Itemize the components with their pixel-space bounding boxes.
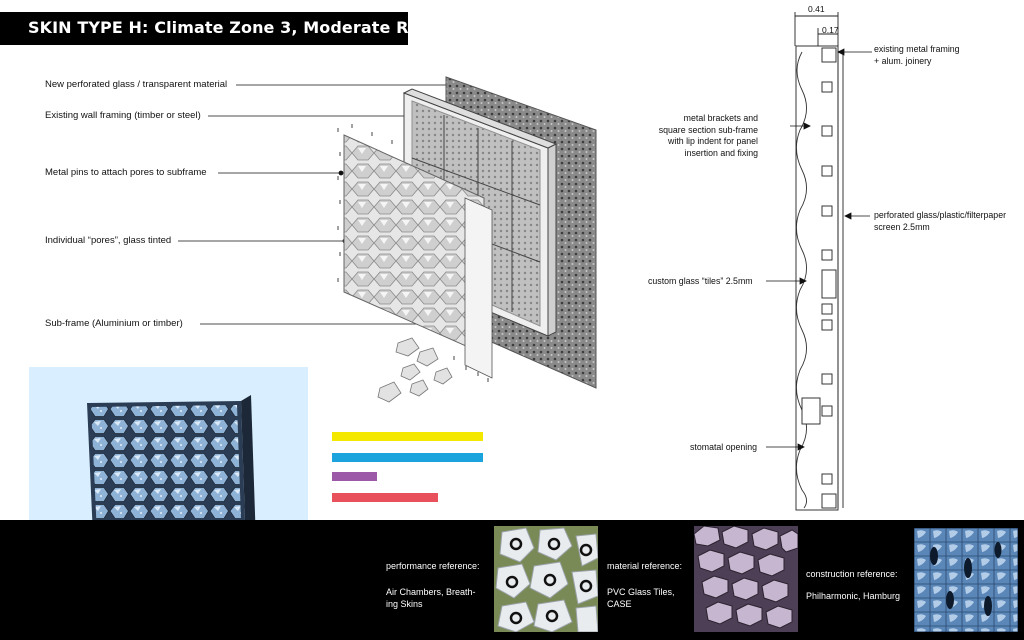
callout-metal-pins: Metal pins to attach pores to subframe (45, 167, 207, 178)
callout-existing-framing: existing metal framing + alum. joinery (874, 44, 960, 66)
callout-brackets: metal brackets and square section sub-fr… (658, 113, 758, 158)
performance-reference-image (494, 526, 598, 632)
dimension-inner: 0.17 (822, 25, 839, 35)
callout-perforated-glass: New perforated glass / transparent mater… (45, 79, 228, 90)
material-reference-label: material reference: (607, 561, 683, 571)
color-bar-yellow (332, 432, 483, 441)
color-bar-blue (332, 453, 483, 462)
material-reference-image (694, 526, 798, 632)
page-title: SKIN TYPE H: Climate Zone 3, Moderate Ra… (28, 18, 484, 37)
callout-sub-frame: Sub-frame (Aluminium or timber) (45, 318, 183, 329)
callout-stomatal-opening: stomatal opening (690, 442, 757, 452)
material-reference-detail: PVC Glass Tiles, CASE (607, 587, 675, 609)
callout-wall-framing: Existing wall framing (timber or steel) (45, 110, 201, 121)
construction-reference-image (914, 528, 1018, 632)
color-bar-purple (332, 472, 377, 481)
callout-glass-tiles: custom glass “tiles” 2.5mm (648, 276, 753, 286)
construction-reference-label: construction reference: (806, 569, 898, 579)
performance-reference-detail: Air Chambers, Breath- ing Skins (386, 587, 476, 609)
construction-reference-detail: Philharmonic, Hamburg (806, 591, 901, 601)
callout-pores: Individual “pores”, glass tinted (45, 235, 172, 246)
color-bar-red (332, 493, 438, 502)
dimension-outer: 0.41 (808, 4, 825, 14)
performance-reference-label: performance reference: (386, 561, 480, 571)
title-bar (0, 12, 408, 45)
callout-perforated-screen: perforated glass/plastic/filterpaper scr… (874, 210, 1007, 232)
